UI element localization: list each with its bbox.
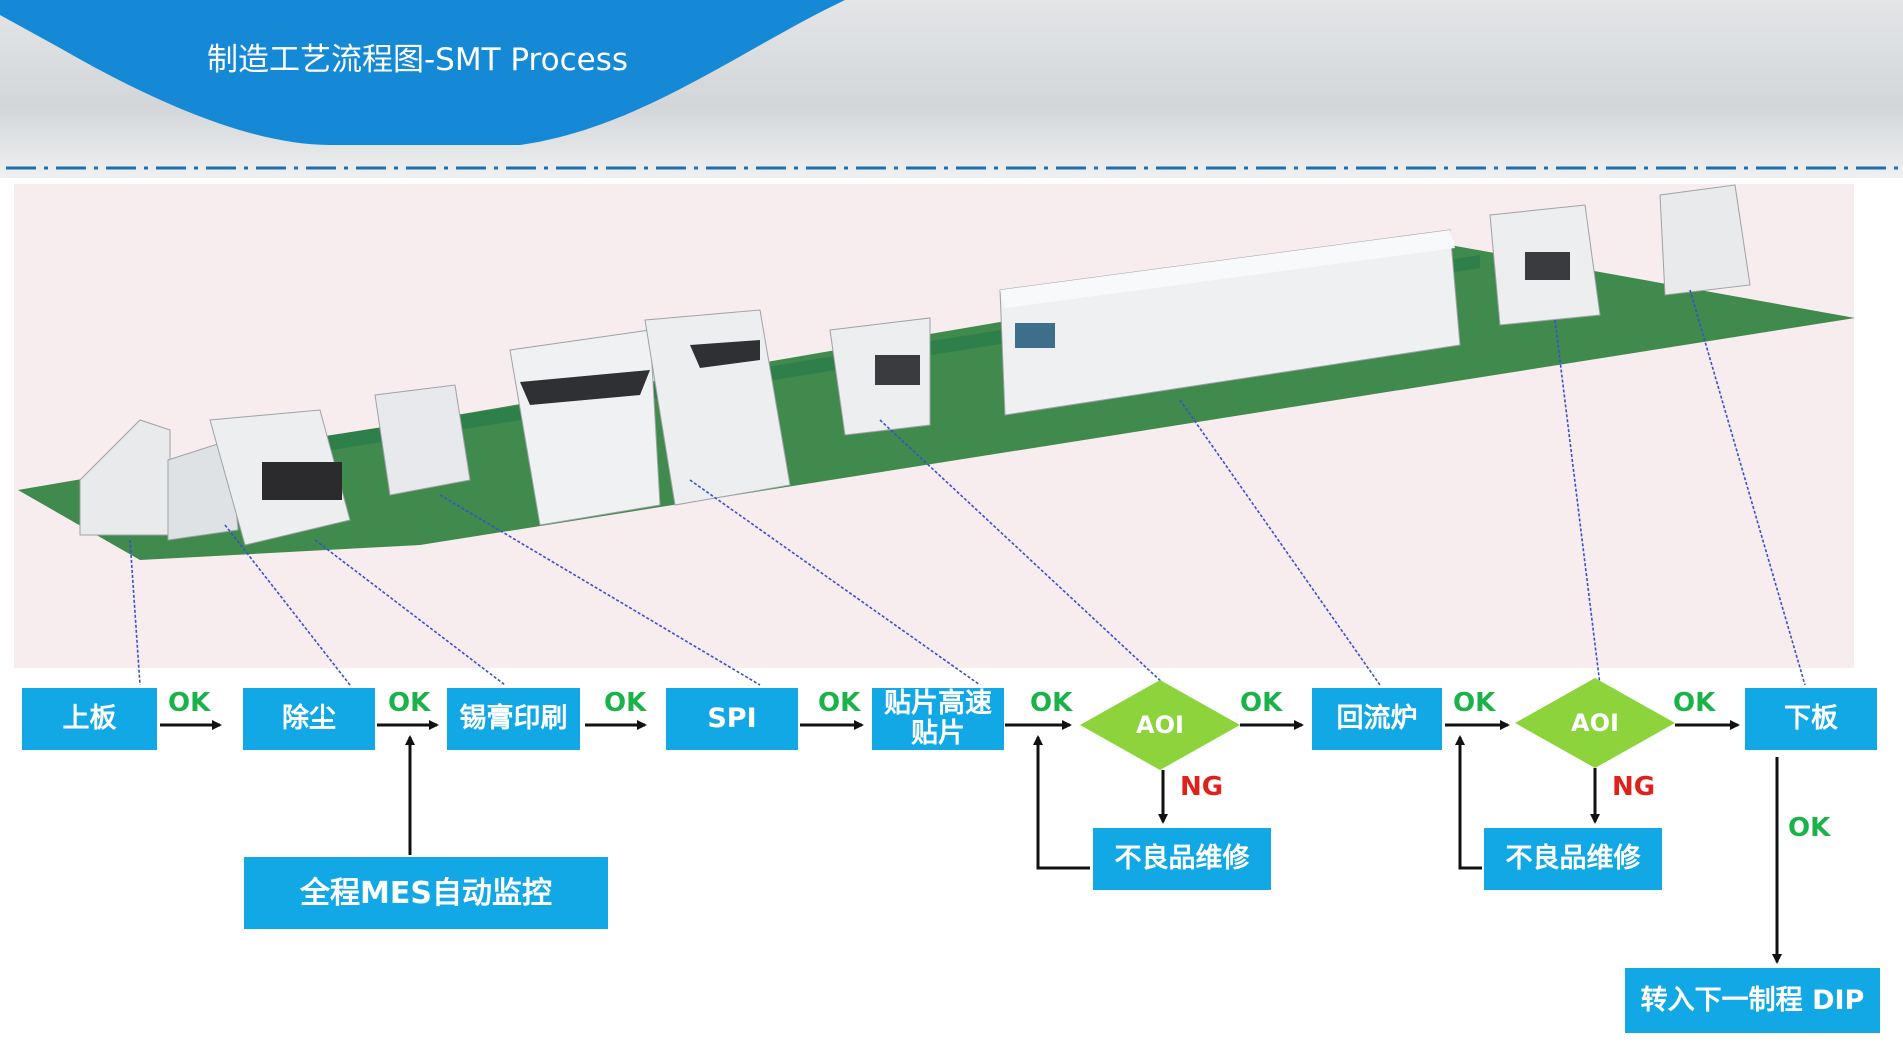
aoi-decision-diamond-1 (1080, 680, 1240, 770)
step-dust-removal: 除尘 (243, 688, 375, 750)
aoi-1-label: AOI (1136, 711, 1184, 739)
flow-arrows (160, 720, 1782, 964)
mes-monitoring-box: 全程MES自动监控 (244, 857, 608, 929)
ng-label-2: NG (1612, 772, 1656, 802)
ok-label-7: OK (1453, 688, 1496, 718)
ok-label-6: OK (1240, 688, 1283, 718)
aoi-decision-diamond-2 (1515, 678, 1675, 768)
title-banner (0, 0, 845, 145)
step-high-speed-mounting: 贴片高速贴片 (872, 688, 1004, 750)
ok-label-9: OK (1788, 813, 1831, 843)
step-defect-repair-2: 不良品维修 (1484, 828, 1662, 890)
ng-label-1: NG (1180, 772, 1224, 802)
ok-label-4: OK (818, 688, 861, 718)
ok-label-8: OK (1673, 688, 1716, 718)
step-reflow-oven: 回流炉 (1312, 688, 1442, 750)
step-solder-paste-printing: 锡膏印刷 (447, 688, 580, 750)
step-spi: SPI (666, 688, 798, 750)
smt-line-illustration (79, 184, 1751, 546)
step-defect-repair-1: 不良品维修 (1093, 828, 1271, 890)
ok-label-2: OK (388, 688, 431, 718)
step-unload-board: 下板 (1745, 688, 1877, 750)
step-load-board: 上板 (22, 688, 157, 750)
aoi-2-label: AOI (1571, 709, 1619, 737)
ok-label-1: OK (168, 688, 211, 718)
ok-label-3: OK (604, 688, 647, 718)
step-next-process-dip: 转入下一制程 DIP (1625, 968, 1880, 1033)
ok-label-5: OK (1030, 688, 1073, 718)
leader-lines (129, 289, 1806, 686)
page-title: 制造工艺流程图-SMT Process (207, 42, 628, 78)
